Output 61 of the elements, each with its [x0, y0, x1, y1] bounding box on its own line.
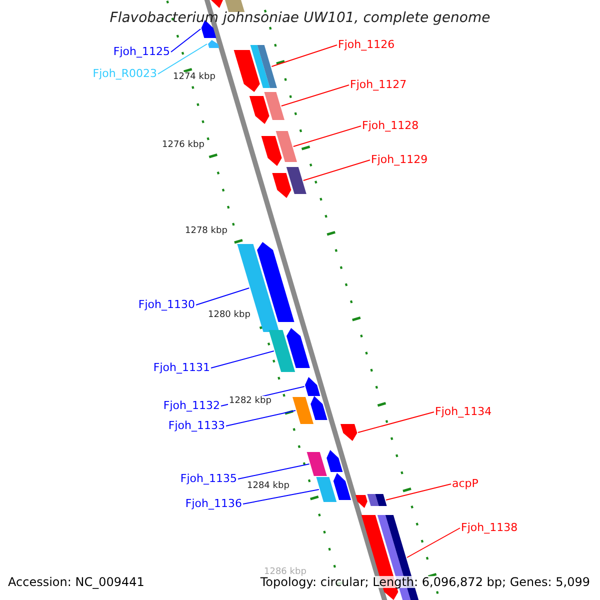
leader-line [302, 160, 370, 181]
gene-label: Fjoh_1131 [153, 362, 210, 373]
gene-label: Fjoh_1128 [362, 120, 419, 131]
gene-label: Fjoh_1127 [350, 79, 407, 90]
gene-label: Fjoh_1135 [180, 473, 237, 484]
gene-label: Fjoh_1136 [185, 498, 242, 509]
gene-segment [310, 396, 328, 420]
leader-line [242, 489, 320, 504]
leader-line [271, 44, 338, 67]
title: Flavobacterium johnsoniae UW101, complete genome [108, 11, 492, 25]
gene-segment [250, 45, 270, 88]
gene-segment [286, 328, 310, 368]
gene-label: Fjoh_1132 [163, 400, 220, 411]
gene-segment [257, 45, 277, 88]
leader-line [280, 84, 350, 106]
gene-label: Fjoh_1125 [113, 46, 170, 57]
gene-label: Fjoh_1134 [435, 406, 492, 417]
gene-segment [268, 330, 296, 372]
gene-segment [272, 173, 292, 198]
gene-segment [375, 494, 387, 506]
gene-segment [292, 397, 314, 424]
genome-info-text: Topology: circular; Length: 6,096,872 bp; Genes: 5,099 [260, 576, 590, 588]
scale-label: 1280 kbp [207, 310, 252, 321]
leader-line [158, 44, 208, 74]
accession-text: Accession: NC_009441 [8, 576, 144, 588]
gene-segment [286, 167, 306, 194]
leader-line [358, 412, 434, 433]
gene-label: Fjoh_R0023 [92, 68, 157, 79]
gene-label: Fjoh_1138 [461, 522, 518, 533]
gene-segment [276, 131, 297, 162]
leader-line [196, 288, 250, 306]
gene-label: acpP [452, 478, 478, 489]
gene-segment [264, 92, 284, 120]
gene-segment [306, 452, 327, 476]
leader-line [386, 484, 452, 500]
gene-segment [234, 50, 260, 92]
scale-label: 1278 kbp [184, 226, 228, 237]
gene-segment [208, 40, 220, 48]
scale-label: 1276 kbp [161, 140, 206, 151]
leader-line [292, 126, 362, 147]
gene-label: Fjoh_1129 [371, 154, 428, 165]
scale-label: 1284 kbp [246, 481, 290, 492]
gene-segment [367, 494, 379, 506]
scale-label: 1274 kbp [172, 72, 216, 83]
leader-line [238, 464, 310, 480]
gene-segment [257, 242, 294, 322]
gene-label: Fjoh_1130 [138, 299, 195, 310]
gene-segment [305, 377, 320, 396]
gene-segment [356, 495, 368, 508]
gene-segment [333, 473, 351, 500]
gene-segment [340, 424, 358, 441]
gene-label: Fjoh_1126 [338, 39, 395, 50]
gene-segment [316, 477, 337, 502]
leader-line [170, 28, 202, 52]
gene-segment [222, 0, 245, 12]
scale-label: 1282 kbp [228, 396, 272, 407]
gene-segment [249, 96, 270, 124]
gene-segment [261, 136, 282, 166]
gene-label: Fjoh_1133 [168, 420, 225, 431]
leader-line [226, 410, 296, 426]
gene-segment [326, 450, 343, 472]
